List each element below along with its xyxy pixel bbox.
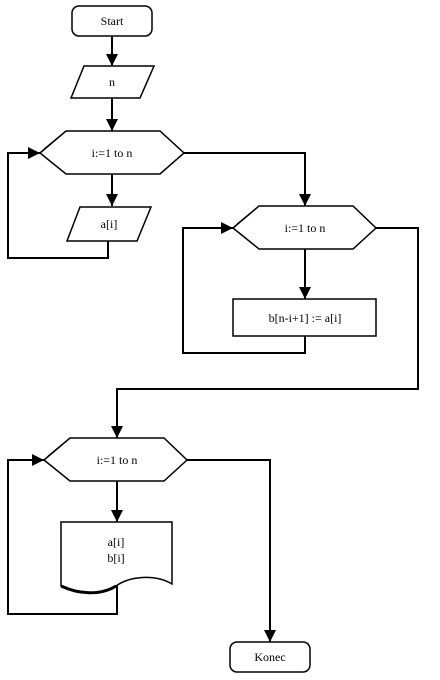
output-document-block: a[i] b[i] — [60, 521, 173, 595]
loop2-block: i:=1 to n — [231, 205, 378, 250]
input-n-label: n — [109, 75, 115, 89]
output-a-label: a[i] — [108, 535, 125, 549]
start-label: Start — [101, 14, 124, 28]
start-terminator: Start — [71, 5, 153, 37]
input-a-block: a[i] — [65, 206, 153, 242]
input-parallelogram — [69, 65, 156, 99]
end-shape — [229, 641, 311, 673]
arrowhead — [221, 222, 233, 234]
arrow-loop1-return — [7, 152, 109, 259]
loop1-double-edge — [43, 130, 67, 150]
end-terminator: Konec — [229, 641, 311, 673]
arrowhead — [28, 147, 40, 159]
start-shape — [71, 5, 153, 37]
assign-label: b[n-i+1] := a[i] — [269, 311, 342, 325]
arrowhead — [32, 454, 44, 466]
loop3-label: i:=1 to n — [97, 453, 138, 467]
arrowhead — [106, 54, 118, 66]
arrow-loop3-to-end — [187, 459, 271, 642]
arrowhead — [264, 630, 276, 642]
arrowhead — [299, 287, 311, 299]
arrowhead — [111, 510, 123, 522]
arrow-loop2-to-loop3 — [116, 227, 419, 438]
arrow-loop3-return — [7, 459, 118, 615]
input-a-parallelogram — [65, 206, 153, 242]
loop3-double-edge — [47, 437, 71, 457]
arrow-heads — [28, 54, 311, 642]
loop2-double-edge — [236, 205, 260, 225]
assign-rect — [232, 298, 377, 337]
loop3-block: i:=1 to n — [42, 437, 189, 482]
connectors — [7, 36, 419, 642]
assign-block: b[n-i+1] := a[i] — [232, 298, 377, 337]
arrowhead — [111, 426, 123, 438]
arrowhead — [299, 194, 311, 206]
arrow-loop2-return — [182, 227, 306, 354]
arrow-loop1-to-loop2 — [184, 152, 306, 206]
arrowhead — [106, 119, 118, 131]
arrowhead — [106, 194, 118, 206]
loop1-label: i:=1 to n — [92, 146, 133, 160]
input-n-block: n — [69, 65, 156, 99]
output-b-label: b[i] — [107, 551, 124, 565]
end-label: Konec — [254, 650, 285, 664]
input-a-label: a[i] — [101, 217, 118, 231]
loop2-label: i:=1 to n — [285, 221, 326, 235]
output-document-shadow — [60, 584, 117, 595]
loop1-block: i:=1 to n — [38, 130, 186, 175]
